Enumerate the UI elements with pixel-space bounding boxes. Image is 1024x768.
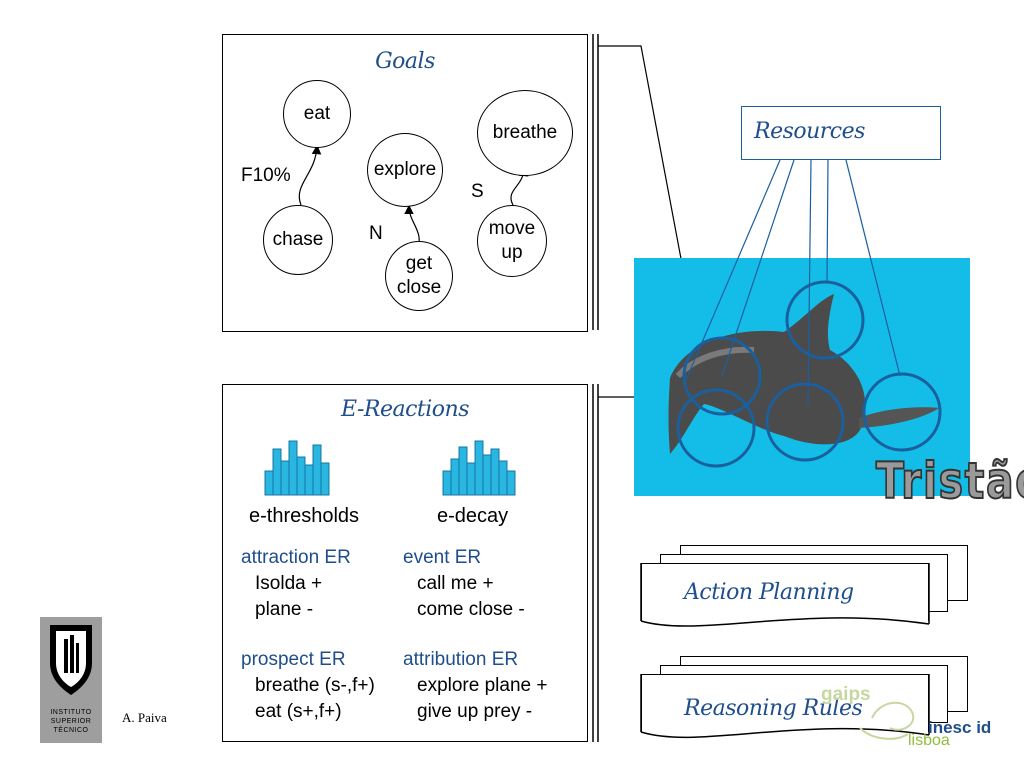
ereactions-title: E-Reactions — [340, 397, 470, 422]
ereactions-panel: E-Reactions e-thresholds e-decay attract… — [222, 384, 588, 742]
er-heading-prospect: prospect ER — [241, 649, 346, 670]
reasoning-rules-card — [641, 674, 929, 732]
goal-node-explore: explore — [367, 133, 443, 207]
er-item: call me + — [417, 573, 494, 594]
er-heading-attribution: attribution ER — [403, 649, 519, 670]
author-label: A. Paiva — [122, 710, 167, 725]
er-item: breathe (s-,f+) — [255, 675, 375, 696]
goal-node-move-up: move up — [477, 205, 547, 277]
action-planning-label: Action Planning — [684, 580, 854, 605]
er-item: come close - — [417, 599, 525, 620]
goal-node-eat: eat — [283, 80, 351, 148]
goal-node-chase: chase — [263, 205, 333, 275]
goal-node-get-close: get close — [385, 241, 453, 311]
inesc-lisboa-logo: lisboa — [908, 732, 950, 749]
inesc-id-logo: inesc id — [928, 718, 992, 737]
tristao-label: Tristão — [875, 451, 1024, 511]
e-decay-label: e-decay — [437, 505, 509, 527]
ist-line-1: INSTITUTO — [50, 709, 92, 716]
er-item: plane - — [255, 599, 314, 620]
ist-line-3: TÉCNICO — [53, 727, 89, 734]
edge-label-s: S — [471, 181, 484, 202]
action-planning-card — [641, 563, 929, 621]
histogram-e-thresholds — [264, 440, 516, 496]
er-item: explore plane + — [417, 675, 548, 696]
ist-logo: INSTITUTO SUPERIOR TÉCNICO — [40, 617, 102, 743]
er-item: give up prey - — [417, 701, 533, 722]
edge-label-n: N — [369, 223, 383, 244]
goals-panel: Goals eat explore breathe chase get clos… — [222, 34, 588, 332]
resources-box: Resources — [741, 106, 941, 160]
er-item: Isolda + — [255, 573, 323, 594]
goals-title: Goals — [375, 49, 435, 74]
gaips-logo: gaips — [821, 684, 871, 705]
er-heading-event: event ER — [403, 547, 482, 568]
dolphin-scene — [634, 258, 970, 496]
er-item: eat (s+,f+) — [255, 701, 342, 722]
e-thresholds-label: e-thresholds — [249, 505, 360, 527]
ist-line-2: SUPERIOR — [50, 718, 92, 725]
goal-node-breathe: breathe — [477, 90, 573, 176]
dolphin-image — [668, 280, 942, 468]
er-heading-attraction: attraction ER — [241, 547, 351, 568]
reasoning-rules-label: Reasoning Rules — [684, 696, 863, 721]
resources-label: Resources — [754, 119, 865, 144]
edge-label-f10: F10% — [241, 165, 291, 186]
ist-shield-icon — [50, 625, 92, 695]
